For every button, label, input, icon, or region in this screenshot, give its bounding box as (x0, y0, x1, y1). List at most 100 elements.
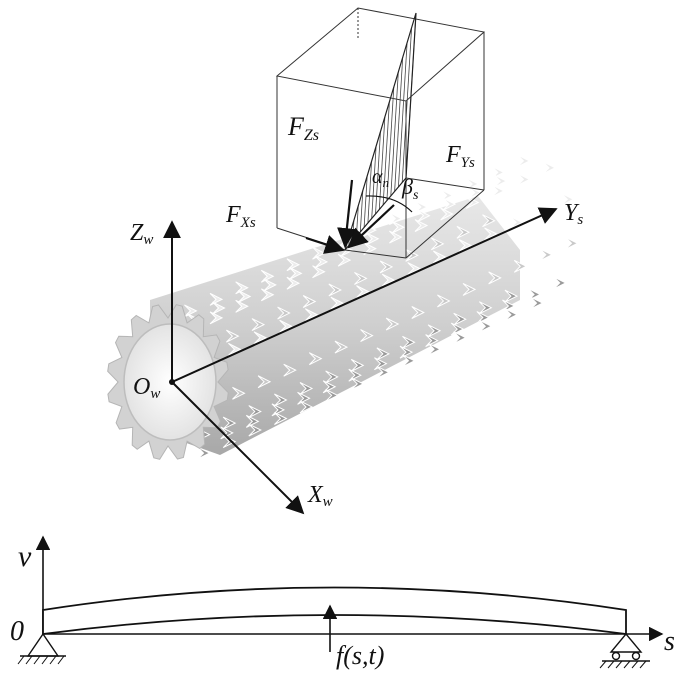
hob-tooth (484, 227, 498, 241)
hob-tooth (476, 311, 490, 324)
hob-tooth (565, 236, 579, 250)
hob-tooth (478, 301, 493, 315)
hob-tooth (414, 219, 429, 232)
hob-tooth (402, 335, 416, 349)
hob-tooth (350, 358, 365, 372)
hob-tooth (299, 382, 314, 395)
hob-tooth (376, 365, 390, 379)
hob-tooth (432, 250, 447, 264)
hob-tooth (453, 331, 467, 345)
hatch-line (398, 42, 408, 188)
hob-tooth (468, 186, 482, 200)
hob-teeth (149, 154, 579, 460)
beam-deflected (42, 586, 627, 636)
hatch-line (367, 161, 372, 224)
hob-tooth (360, 329, 374, 343)
hob-tooth (354, 271, 368, 285)
hob-tooth (314, 255, 329, 269)
hob-tooth (274, 412, 288, 425)
hob-tooth (237, 290, 252, 303)
hob-tooth (414, 200, 429, 214)
hob-tooth (232, 386, 246, 400)
hob-tooth (286, 276, 301, 290)
force-x-label: FXs (225, 202, 256, 231)
hob-tooth (257, 375, 272, 389)
hob-tooth (235, 299, 249, 313)
force-y-arrow (347, 204, 395, 249)
hob-tooth (289, 266, 303, 280)
hob-tooth (381, 273, 396, 287)
hob-tooth (504, 308, 519, 322)
hob-tooth (462, 282, 477, 296)
hob-tooth (348, 368, 362, 382)
hob-tooth (517, 172, 531, 186)
hob-tooth (274, 393, 288, 407)
roller-support-icon (599, 632, 650, 669)
force-z-label: FZs (287, 112, 319, 144)
hob-tooth (553, 276, 567, 290)
hob-tooth (263, 278, 277, 292)
hob-tooth (458, 239, 473, 252)
hob-tooth (491, 184, 505, 198)
hob-tooth (209, 292, 224, 306)
hob-tooth (517, 154, 531, 168)
hob-tooth (304, 308, 319, 322)
fixed-support-icon (17, 632, 66, 665)
hob-tooth (253, 331, 268, 345)
hob-tooth (299, 400, 314, 414)
hob-tooth (453, 312, 467, 326)
hob-tooth (488, 271, 502, 285)
x-axis-label: Xw (307, 482, 333, 510)
hob-tooth (356, 285, 370, 299)
hob-tooth (325, 388, 339, 402)
hob-tooth (442, 197, 457, 211)
hob-tooth (334, 340, 349, 354)
hob-tooth (465, 177, 480, 191)
hob-tooth (427, 342, 442, 356)
hatch-line (390, 72, 399, 197)
hatch-line (363, 175, 368, 228)
hob-tooth (437, 294, 451, 308)
beam-v-label: v (18, 540, 32, 573)
hatch-line (386, 87, 395, 201)
hob-tooth (379, 260, 394, 274)
hob-tooth (493, 174, 508, 188)
hob-tooth (482, 214, 496, 228)
hob-tooth (325, 370, 339, 384)
hob-tooth (279, 319, 293, 333)
force-arrows (305, 179, 413, 254)
hob-tooth (513, 259, 528, 273)
hob-tooth (407, 262, 421, 275)
hatch-line (375, 131, 381, 215)
y-axis-line (171, 207, 558, 383)
hatch-line (401, 27, 412, 183)
hob-tooth (430, 237, 445, 251)
hatch-line (378, 116, 386, 210)
force-z-arrow (337, 179, 357, 248)
hob-tooth (456, 225, 471, 239)
hatch-line (359, 190, 364, 233)
hob-tooth (222, 416, 237, 430)
hob-tooth (561, 192, 575, 206)
beam-origin-label: 0 (10, 616, 24, 647)
hob-tooth (530, 296, 544, 310)
hob-tooth (465, 196, 480, 209)
force-box (275, 7, 486, 259)
hob-tooth (277, 306, 291, 320)
hob-tooth (226, 329, 240, 343)
hob-tooth (209, 311, 224, 325)
hob-tooth (417, 209, 431, 223)
y-axis-label: Ys (564, 200, 583, 228)
hob-tooth (260, 288, 275, 302)
hob-tooth (391, 220, 405, 234)
hob-tooth (440, 207, 454, 221)
hob-tooth (376, 347, 390, 361)
hob-tooth (271, 403, 286, 417)
hob-tooth (405, 248, 419, 262)
hob-tooth (411, 306, 425, 319)
origin-point (169, 379, 175, 385)
angle-alpha-label: αn (372, 166, 389, 190)
hob-tooth (542, 161, 557, 175)
hob-tooth (197, 446, 211, 460)
hob-tooth (328, 283, 342, 297)
